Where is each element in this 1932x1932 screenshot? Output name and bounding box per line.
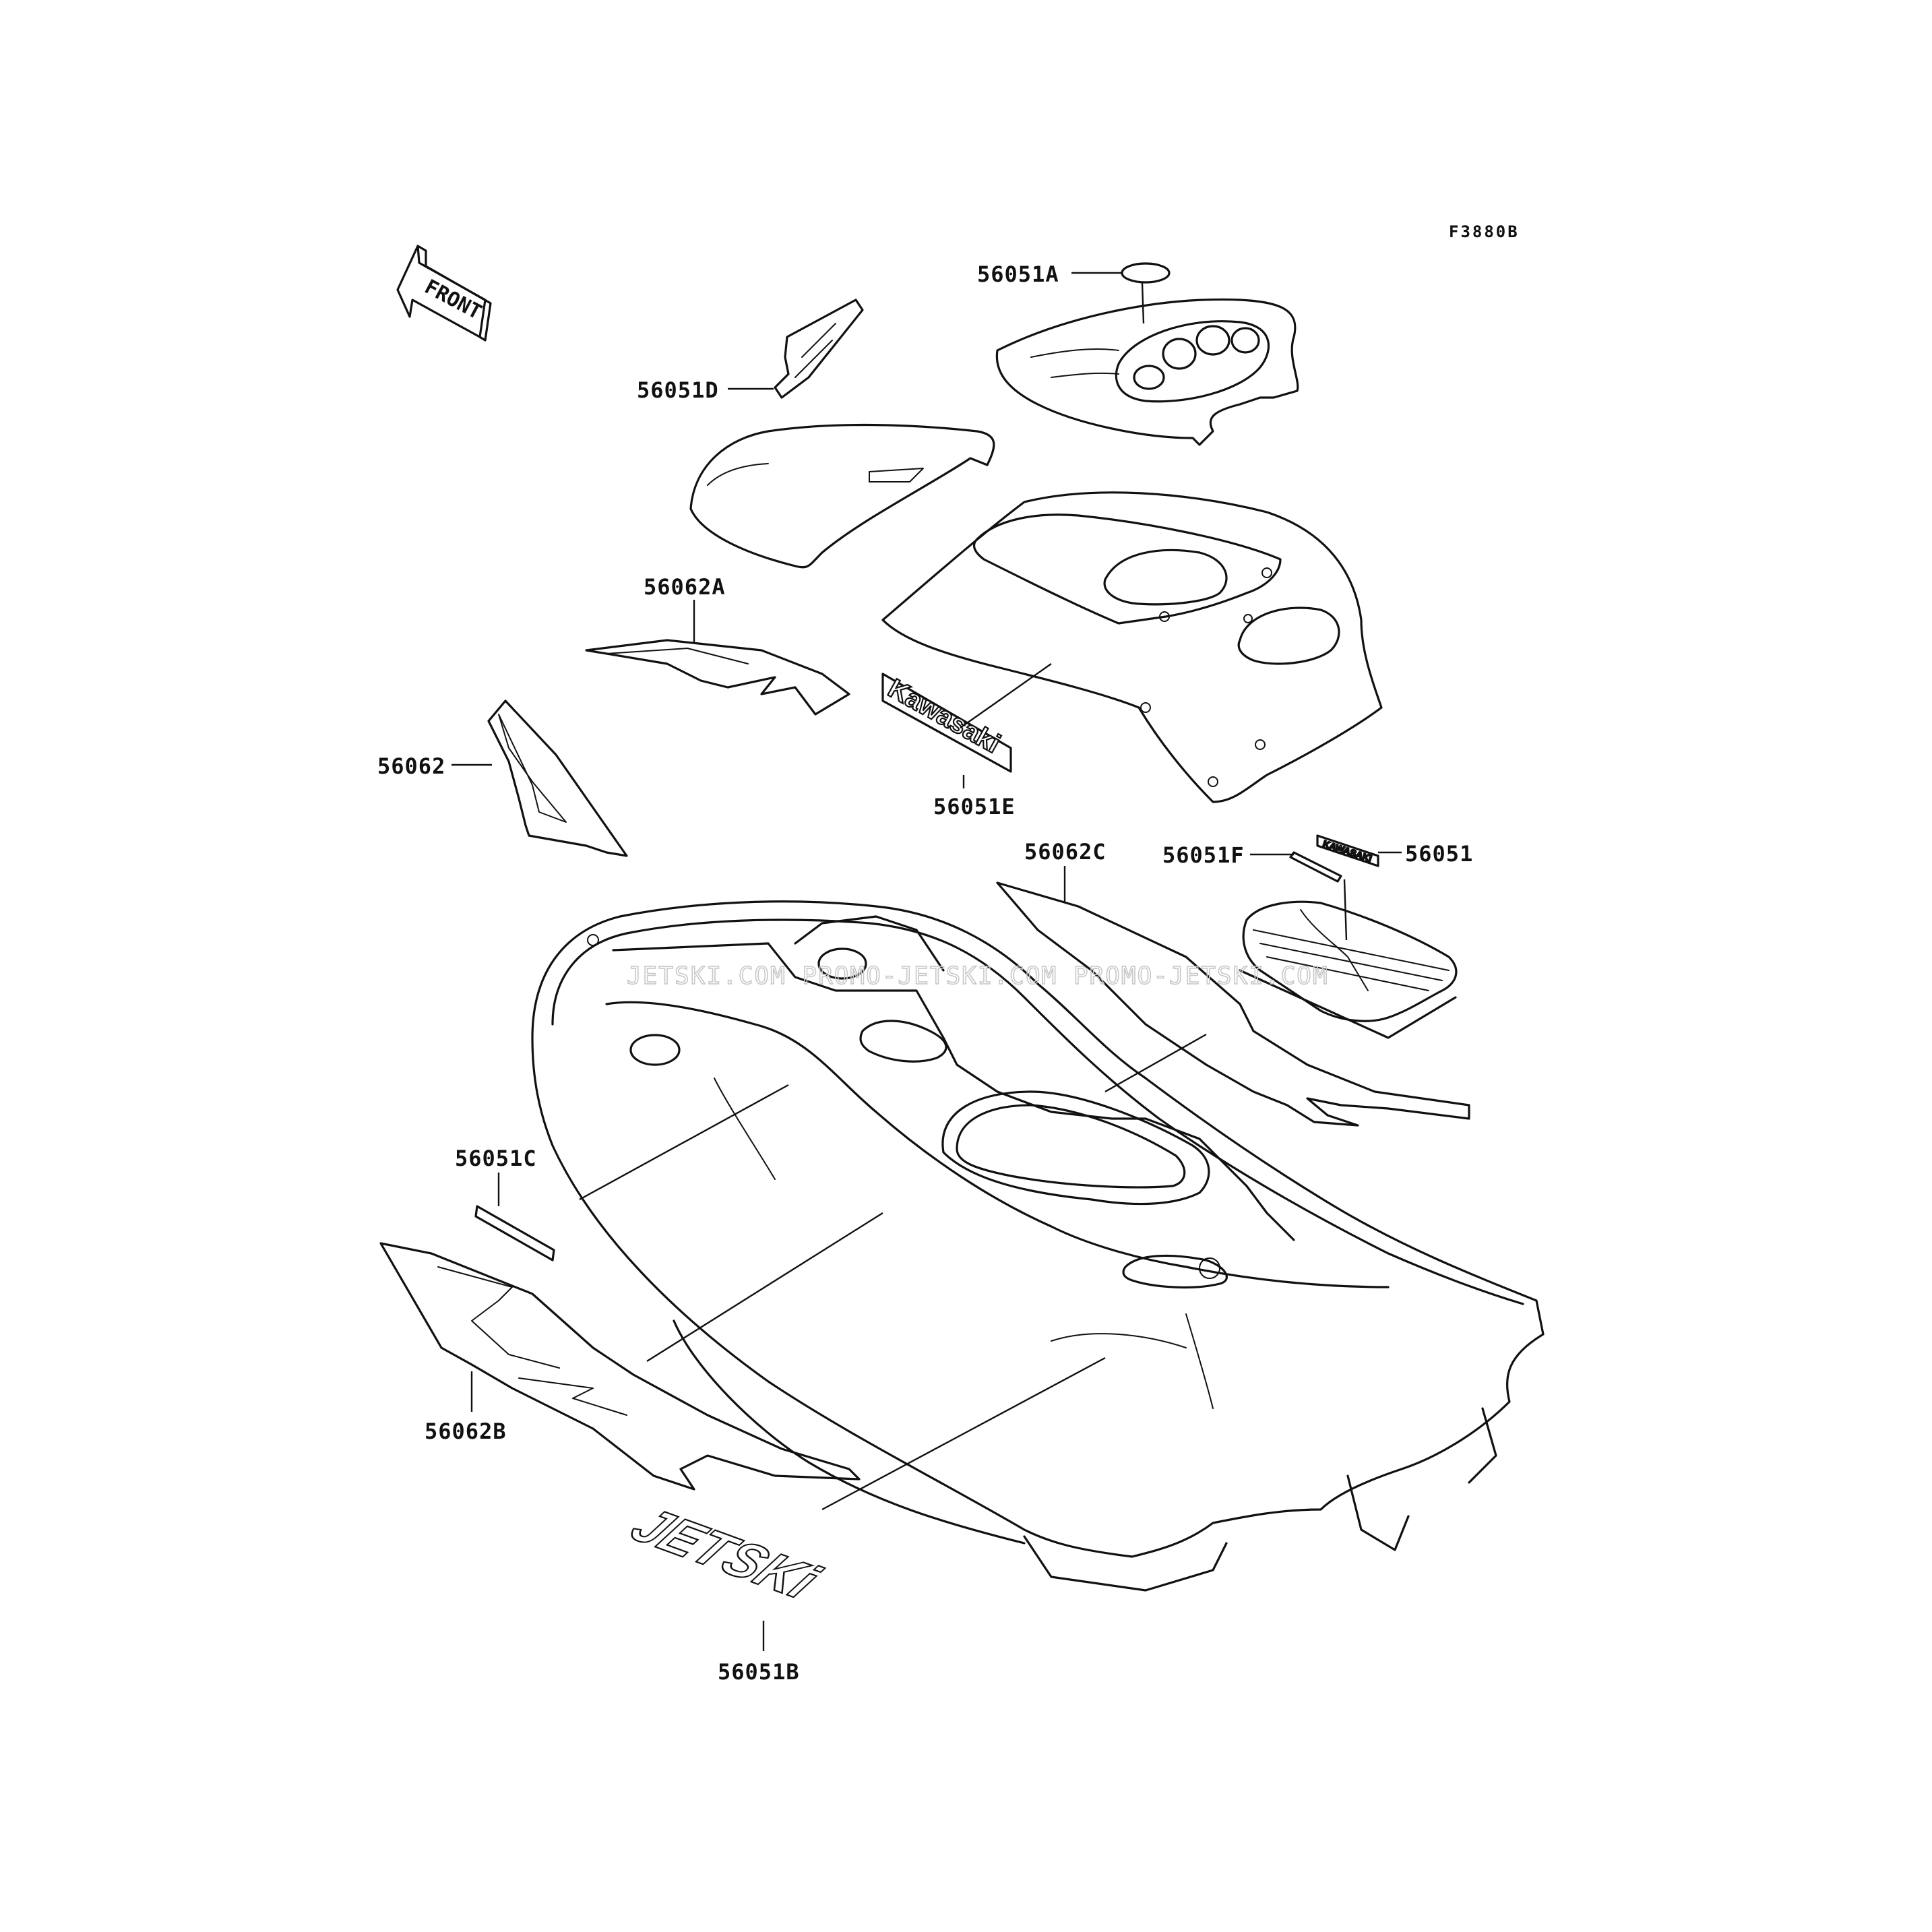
seat-cover-part (689, 423, 995, 569)
jetski-decal-56051B: JETSKi (619, 1497, 832, 1610)
kawasaki-decal-56051E: Kawasaki (881, 673, 1012, 773)
stripe-56062 (487, 699, 628, 857)
hull-part (531, 900, 1545, 1592)
stripe-56062A (585, 639, 850, 716)
part-label-56062A: 56062A (644, 574, 726, 600)
part-label-56051A: 56051A (977, 261, 1059, 287)
instrument-cover-part (995, 298, 1299, 446)
decal-56051D (774, 299, 864, 399)
part-label-56062B: 56062B (425, 1419, 507, 1444)
engine-cover-part (881, 491, 1383, 803)
watermark: JETSKI.COM PROMO-JETSKI.COM PROMO-JETSKI… (627, 962, 1329, 990)
badge-56051C (474, 1205, 555, 1261)
front-arrow-icon: FRONT (396, 245, 492, 342)
storage-cover-part (1239, 900, 1458, 1039)
badge-56051: KAWASAKI (1316, 834, 1379, 867)
kawasaki-badge-text: KAWASAKI (1321, 838, 1373, 865)
part-label-56051D: 56051D (637, 377, 719, 403)
kawasaki-decal-text: Kawasaki (883, 673, 1005, 759)
part-label-56051C: 56051C (455, 1146, 537, 1171)
badge-56051A (1121, 262, 1171, 284)
part-label-56062C: 56062C (1024, 839, 1107, 865)
strip-decal-56051F (1289, 851, 1342, 883)
stripe-56062B (379, 1242, 861, 1491)
part-label-56051E: 56051E (933, 794, 1016, 819)
stripe-56062C (996, 881, 1470, 1127)
part-label-56051F: 56051F (1162, 842, 1245, 868)
part-label-56062: 56062 (377, 753, 445, 779)
jetski-decal-text: JETSKi (619, 1497, 831, 1609)
part-label-56051B: 56051B (718, 1659, 800, 1685)
diagram-code: F3880B (1449, 222, 1520, 241)
part-label-56051: 56051 (1405, 841, 1473, 867)
